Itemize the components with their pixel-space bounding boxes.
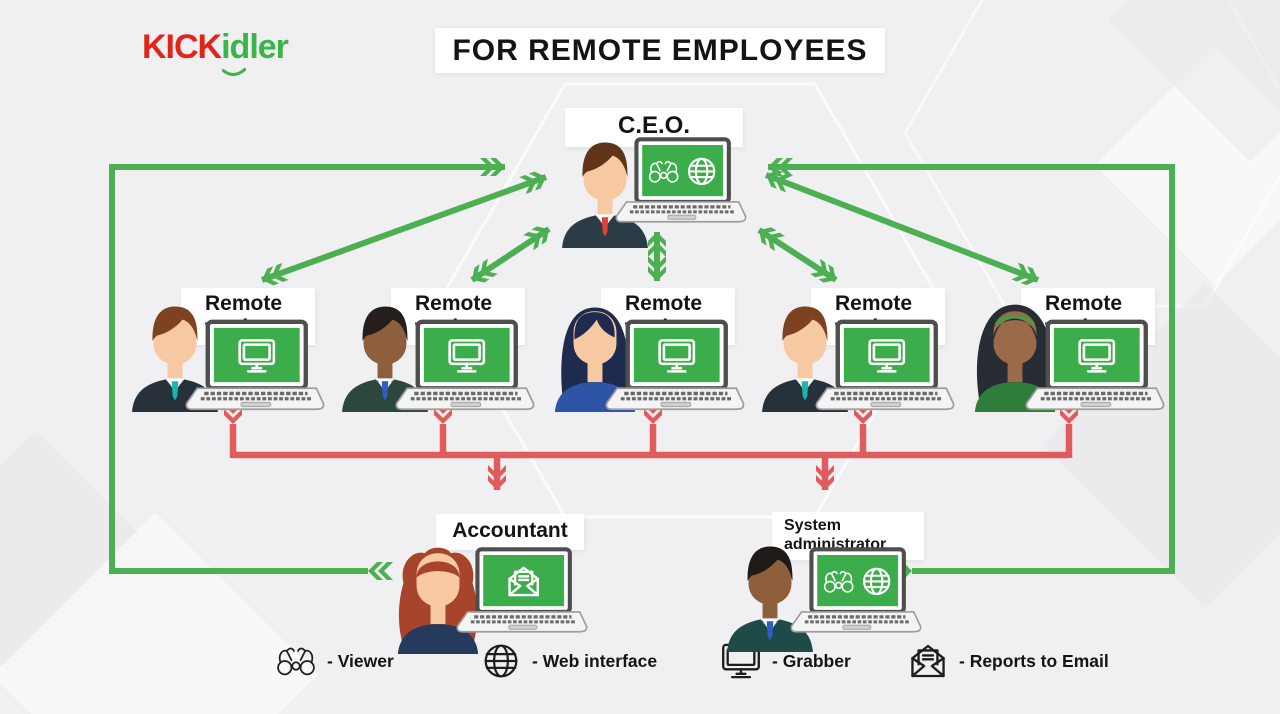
person-label-line: Remote [205,292,283,315]
green-arrow-ceo-worker-4 [757,227,838,283]
person-node-ceo: C.E.O. [557,106,757,248]
person-node-worker-3: Remoteworker [547,284,747,416]
laptop-graphic [790,547,922,633]
reports-to-email-icon [908,642,948,680]
green-arrow-ceo-worker-5 [764,169,1040,286]
person-label-line: System [784,517,841,534]
brand-logo: KICKidler [142,28,289,76]
person-label-line: Accountant [452,519,568,542]
legend-label: - Web interface [532,650,658,671]
laptop-graphic [605,319,745,411]
laptop-graphic [1025,319,1165,411]
laptop-graphic [815,319,955,411]
person-node-worker-5: Remoteworker [967,284,1167,416]
viewer-icon [276,642,316,680]
laptop-graphic [395,319,535,411]
laptop [456,544,588,637]
green-arrow-accountant-to-ceo [109,158,505,580]
legend-label: - Viewer [327,650,394,671]
brand-logo-idler: idler [221,28,289,66]
avatar [554,307,636,412]
green-arrow-ceo-worker-1 [260,171,548,286]
laptop [605,316,745,415]
page-title: FOR REMOTE EMPLOYEES [435,28,885,73]
person-node-accountant: Accountant [390,508,590,654]
avatar [562,142,648,248]
laptop [395,316,535,415]
legend-label: - Reports to Email [959,650,1109,671]
person-label-line: Remote [625,292,703,315]
brand-logo-swoosh [222,68,246,76]
person-node-worker-2: Remoteworker [337,284,537,416]
person-node-worker-1: Remoteworker [127,284,327,416]
avatar [132,306,218,412]
laptop-graphic [456,547,588,633]
person-label-line: Remote [1045,292,1123,315]
brand-logo-kick: KICK [142,28,222,66]
legend-item-web-interface: - Web interface [481,642,657,680]
laptop [1025,316,1165,415]
web-interface-icon [481,642,521,680]
legend-item-viewer: - Viewer [276,642,394,680]
laptop [615,134,747,227]
legend-item-reports-to-email: - Reports to Email [908,642,1109,680]
legend-item-grabber: - Grabber [721,642,851,680]
laptop-graphic [185,319,325,411]
person-label-line: C.E.O. [617,112,690,139]
green-arrow-ceo-worker-2 [470,226,551,283]
legend-label: - Grabber [772,650,851,671]
green-arrow-sysadmin-to-ceo [768,158,1175,580]
laptop [185,316,325,415]
laptop [790,544,922,637]
page-title-text: FOR REMOTE EMPLOYEES [452,33,868,67]
person-node-worker-4: Remoteworker [757,284,957,416]
avatar [974,304,1056,412]
laptop-graphic [615,137,747,223]
laptop [815,316,955,415]
